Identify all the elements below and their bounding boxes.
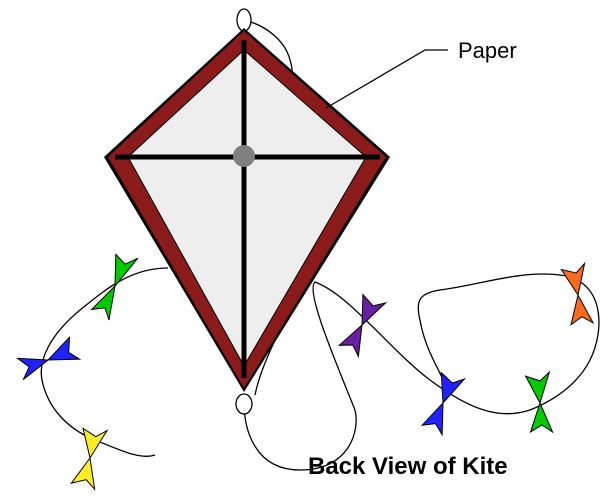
- tail-bow-blue-2: [421, 371, 464, 436]
- diagram-title: Back View of Kite: [308, 453, 508, 480]
- spar-junction: [233, 145, 255, 167]
- bottom-loop: [236, 394, 252, 414]
- tail-bow-blue-1: [15, 337, 80, 380]
- tail-bow-green-1: [90, 249, 138, 322]
- tail-bow-orange: [561, 263, 595, 326]
- tail-bow-green-2: [525, 372, 554, 434]
- paper-label: Paper: [458, 38, 517, 63]
- tail-bow-yellow: [71, 426, 107, 490]
- paper-leader-line: [326, 50, 448, 108]
- kite-sail-paper: [128, 50, 366, 366]
- tail-bow-purple: [338, 293, 385, 358]
- top-loop: [237, 9, 251, 31]
